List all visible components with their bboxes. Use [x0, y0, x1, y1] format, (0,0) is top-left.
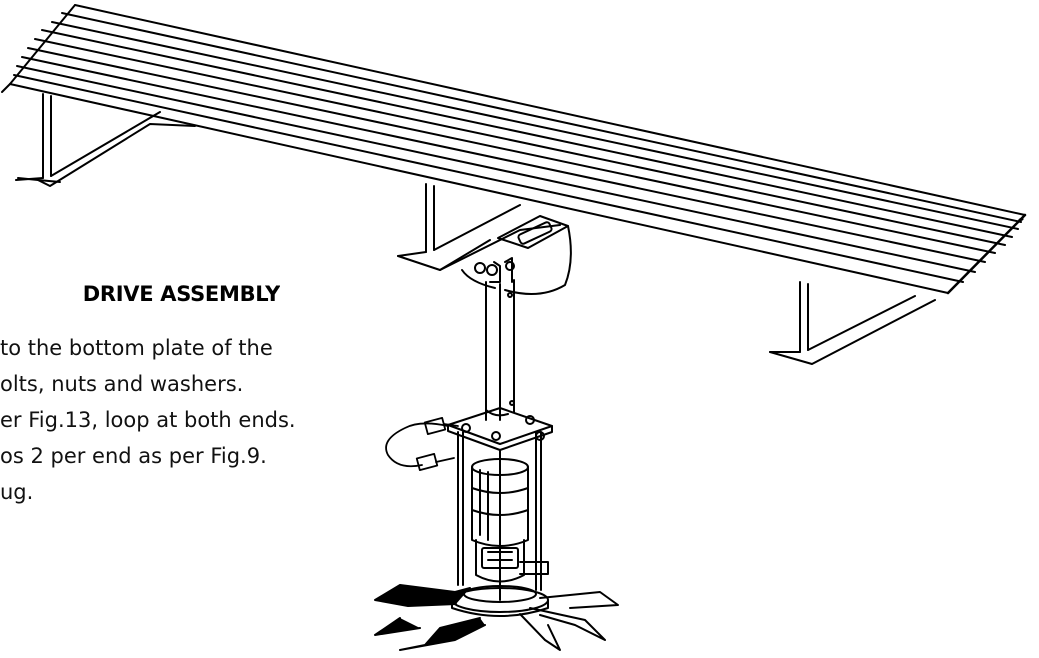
impeller [374, 584, 619, 651]
purlin-middle [397, 183, 561, 271]
drop-tube [485, 279, 515, 421]
instruction-step: os 2 per end as per Fig.9. [0, 444, 267, 468]
roof-panel [1, 4, 1027, 295]
purlin-right [769, 281, 936, 365]
purlin-left [15, 93, 196, 187]
power-cord [385, 416, 459, 472]
motor [471, 458, 549, 583]
mounting-bracket [461, 215, 572, 295]
section-heading: DRIVE ASSEMBLY [82, 282, 280, 306]
instruction-step: to the bottom plate of the [0, 336, 273, 360]
instruction-step: er Fig.13, loop at both ends. [0, 408, 296, 432]
instruction-list: to the bottom plate of the olts, nuts an… [0, 330, 296, 510]
instruction-step: olts, nuts and washers. [0, 372, 244, 396]
instruction-step: ug. [0, 480, 34, 504]
